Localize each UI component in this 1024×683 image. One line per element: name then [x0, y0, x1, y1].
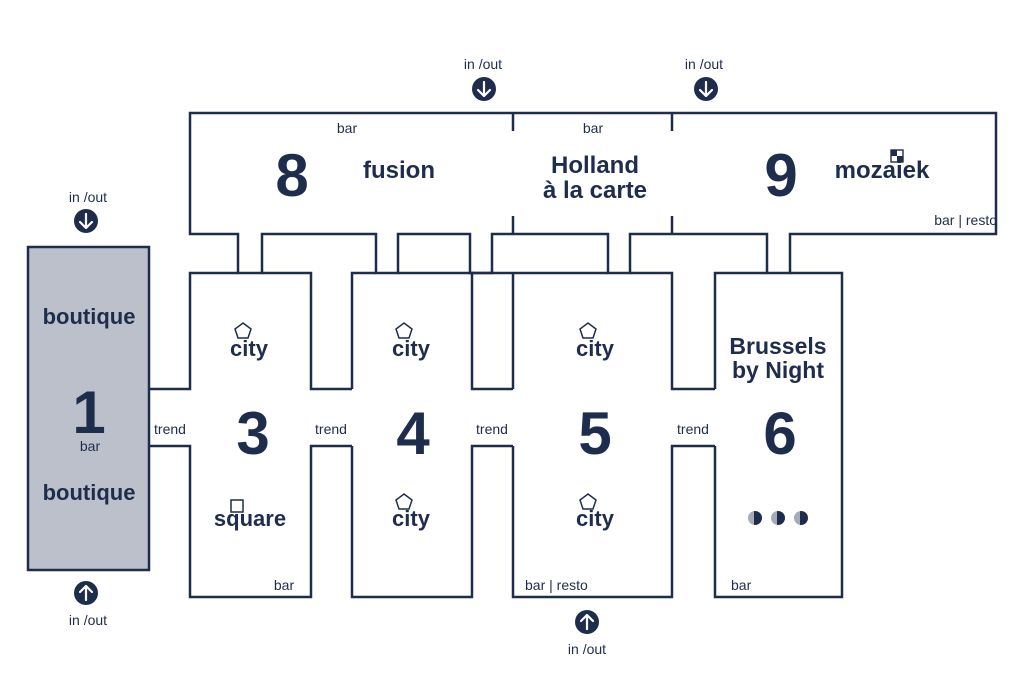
room-5-logo-bottom: city — [576, 506, 615, 531]
room-6-sub: bar — [731, 577, 752, 593]
city-logo-icon — [579, 493, 597, 510]
room-8-number: 8 — [275, 142, 308, 209]
trend-label-3-4: trend — [315, 421, 347, 437]
in-out-label: in /out — [568, 641, 606, 657]
room-6-logo-line2: by Night — [732, 357, 824, 383]
holland-sub: bar — [583, 120, 604, 136]
arrow-down-icon — [694, 77, 718, 101]
room-4 — [350, 271, 513, 599]
three-dots-icon — [748, 511, 808, 525]
room-9-sub: bar | resto — [934, 212, 997, 228]
room-8-logo: fusion — [363, 157, 435, 184]
room-1-logo-bottom: boutique — [43, 480, 136, 505]
room-4-number: 4 — [396, 400, 430, 467]
trend-label-1-3: trend — [154, 421, 186, 437]
room-3 — [149, 271, 352, 599]
room-3-logo-top: city — [230, 336, 269, 361]
room-1-sub: bar — [80, 438, 101, 454]
room-6-logo-line1: Brussels — [729, 333, 826, 359]
room-1 — [26, 245, 151, 572]
trend-label-5-6: trend — [677, 421, 709, 437]
arrow-up-icon — [575, 610, 599, 634]
room-5-sub: bar | resto — [525, 577, 588, 593]
city-logo-icon — [395, 322, 413, 339]
city-logo-icon — [234, 322, 252, 339]
room-6-number: 6 — [763, 400, 796, 467]
room-3-sub: bar — [274, 577, 295, 593]
room-5 — [470, 271, 715, 599]
trend-label-4-5: trend — [476, 421, 508, 437]
room-5-logo-top: city — [576, 336, 615, 361]
in-out-label: in /out — [464, 56, 502, 72]
room-3-number: 3 — [236, 400, 269, 467]
holland-logo-line1: Holland — [551, 152, 639, 179]
room-9-logo: mozaiek — [835, 157, 930, 184]
in-out-label: in /out — [685, 56, 723, 72]
room-9-number: 9 — [764, 142, 797, 209]
room-1-number: 1 — [72, 379, 105, 446]
mozaiek-logo-icon — [890, 149, 904, 163]
in-out-label: in /out — [69, 189, 107, 205]
room-5-number: 5 — [578, 400, 611, 467]
arrow-up-icon — [74, 581, 98, 605]
city-logo-icon — [579, 322, 597, 339]
room-8-sub: bar — [337, 120, 358, 136]
arrow-down-icon — [472, 77, 496, 101]
arrow-down-icon — [74, 209, 98, 233]
room-4-logo-top: city — [392, 336, 431, 361]
room-6 — [713, 271, 844, 599]
room-1-logo-top: boutique — [43, 304, 136, 329]
square-logo-icon — [230, 499, 244, 513]
room-4-logo-bottom: city — [392, 506, 431, 531]
room-3-logo-bottom: square — [214, 506, 286, 531]
holland-logo-line2: à la carte — [543, 177, 647, 204]
city-logo-icon — [395, 493, 413, 510]
in-out-label: in /out — [69, 612, 107, 628]
